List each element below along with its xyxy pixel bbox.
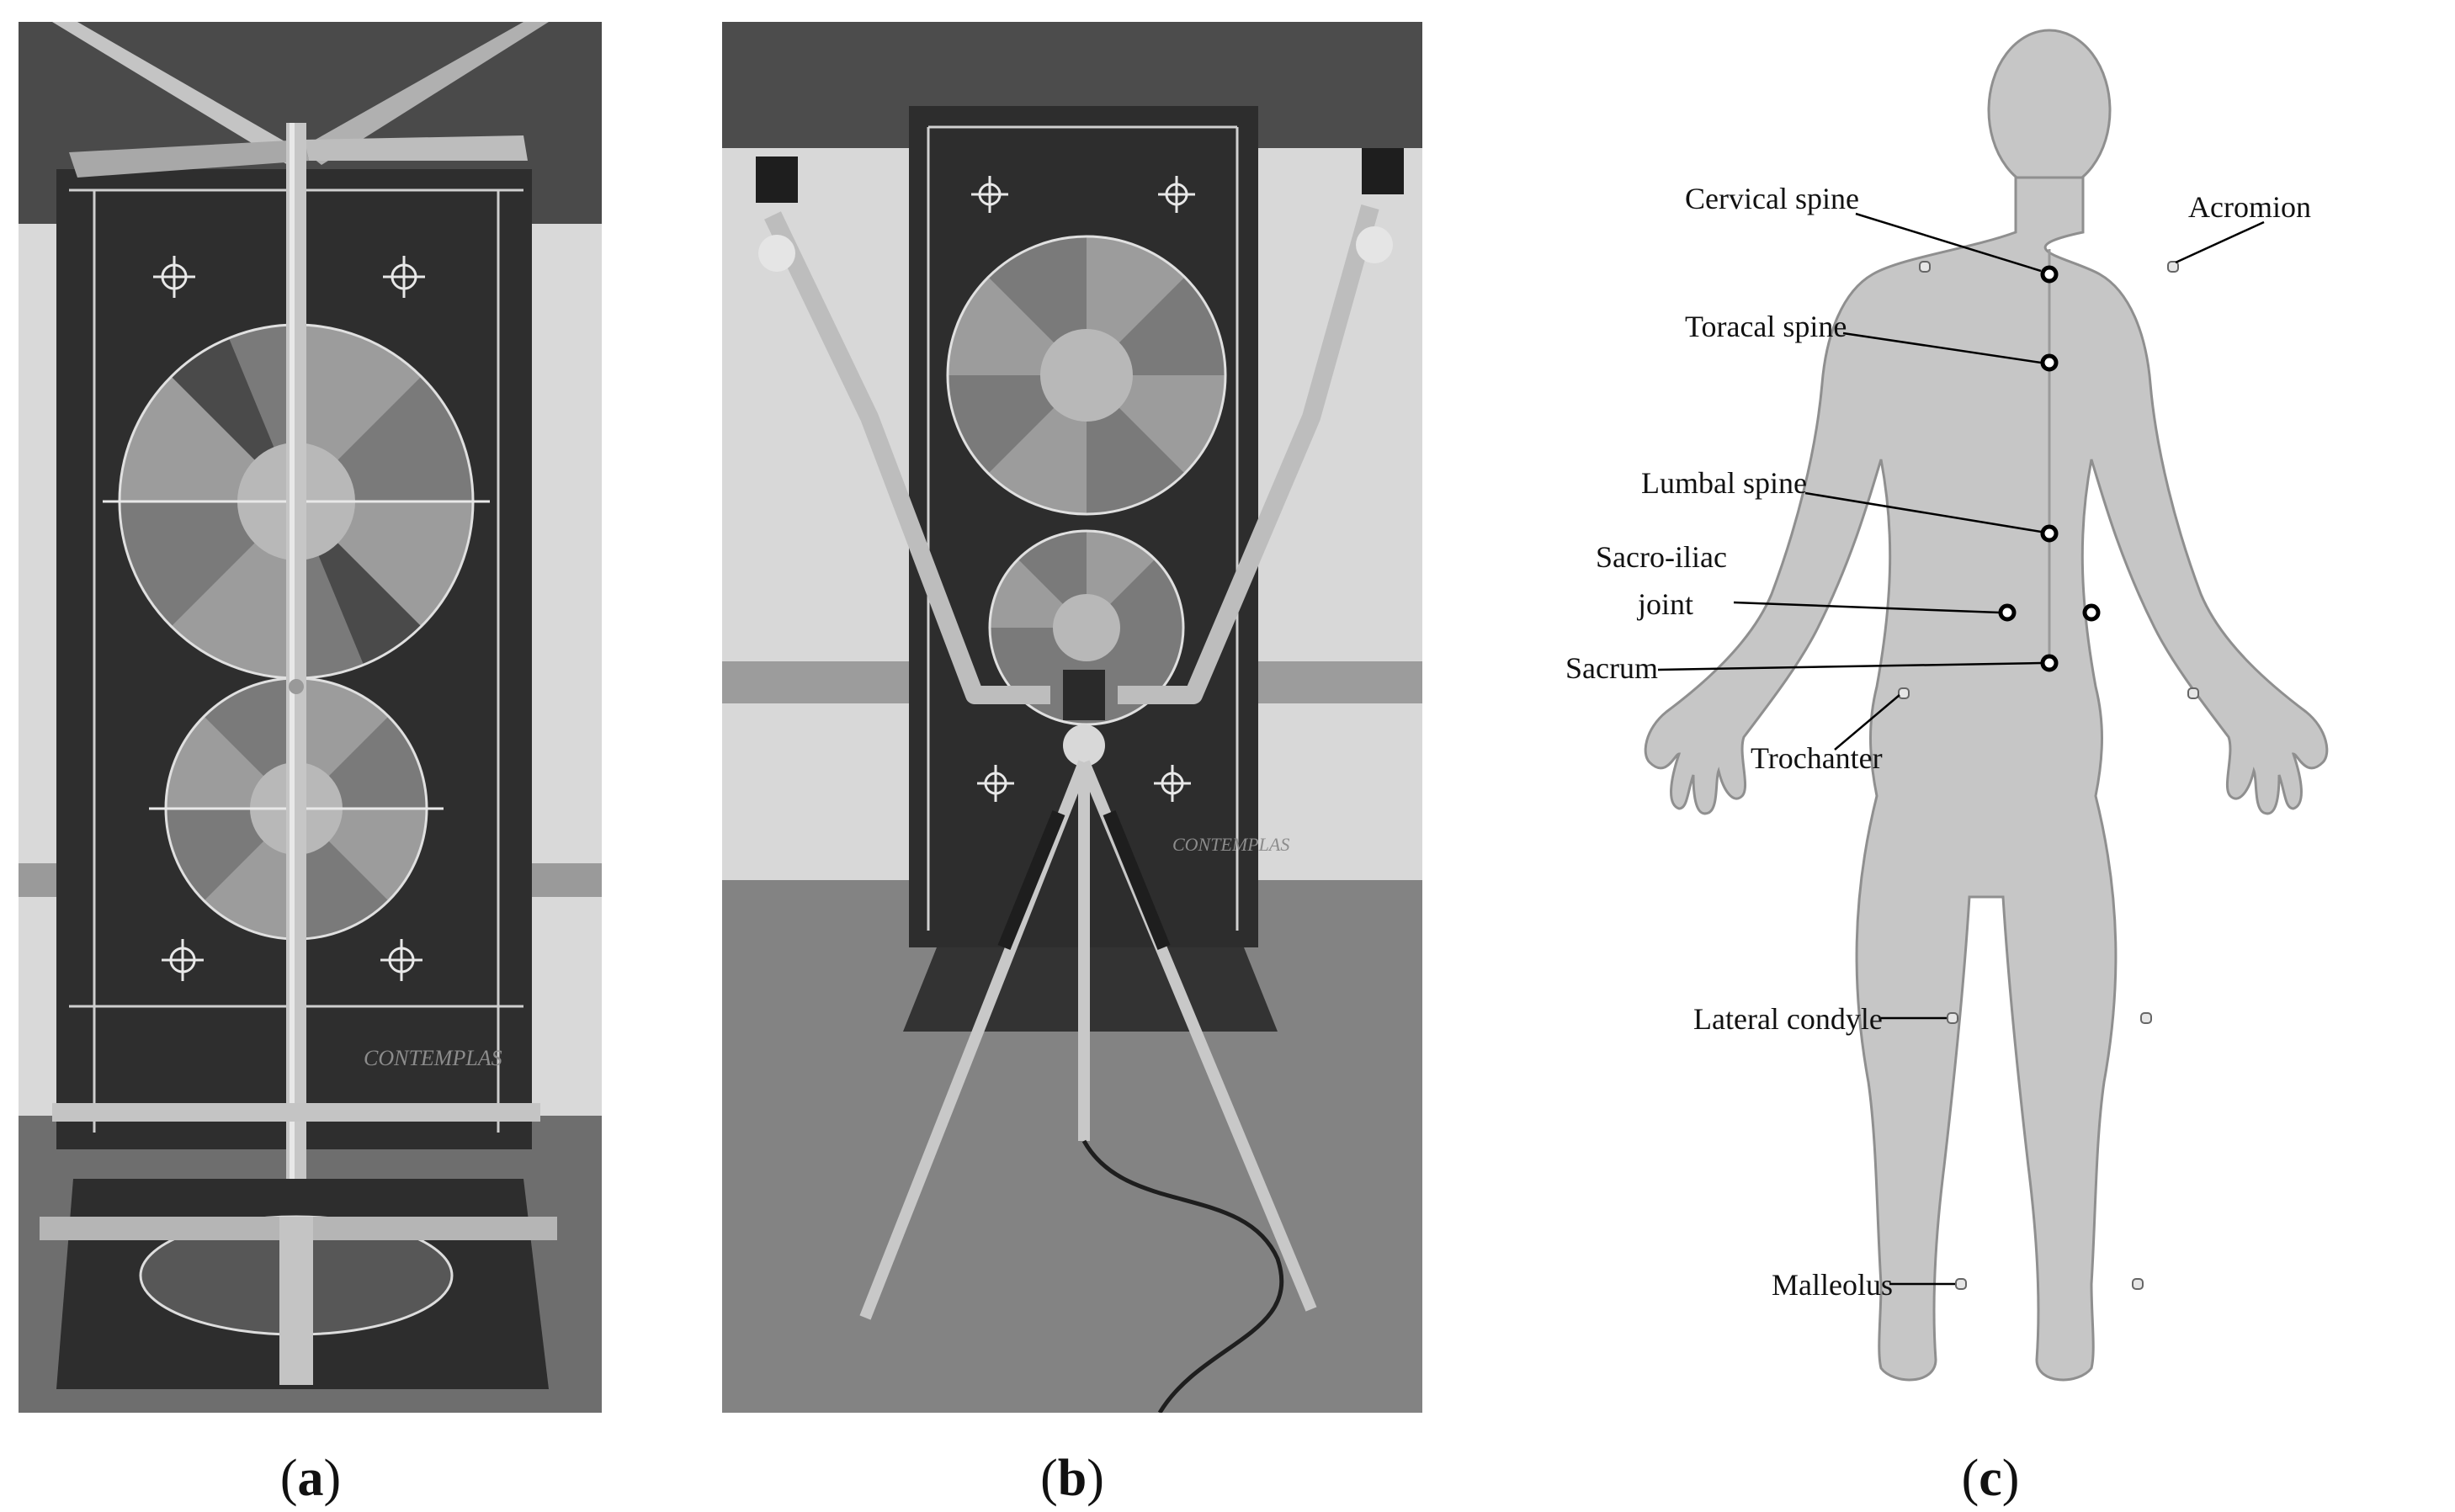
marker-points xyxy=(1998,265,2101,672)
svg-text:CONTEMPLAS: CONTEMPLAS xyxy=(1172,834,1289,855)
label-sacro-iliac-line2: joint xyxy=(1636,587,1693,621)
caption-a-close: ) xyxy=(323,1450,342,1507)
label-sacro-iliac-line1: Sacro-iliac xyxy=(1596,540,1727,574)
marker-sacrum xyxy=(2040,654,2059,672)
caption-c-open: ( xyxy=(1961,1450,1979,1507)
photo-a-posture-grid-frame: CONTEMPLAS xyxy=(19,22,602,1413)
photo-a-drawing: CONTEMPLAS xyxy=(19,22,602,1413)
photo-b-camera-tripod: CONTEMPLAS xyxy=(722,22,1422,1413)
caption-b-letter: b xyxy=(1057,1450,1087,1507)
marker-cervical-spine xyxy=(2040,265,2059,284)
marker-lumbal-spine xyxy=(2040,524,2059,543)
caption-b-open: ( xyxy=(1040,1450,1058,1507)
panel-b: CONTEMPLAS (b) xyxy=(722,22,1422,1504)
caption-c-letter: c xyxy=(1979,1450,2002,1507)
body-diagram: Cervical spine Acromion Toracal spine Lu… xyxy=(1565,29,2329,1382)
label-acromion: Acromion xyxy=(2188,190,2311,224)
marker-sacro-iliac-right xyxy=(2082,603,2101,622)
label-cervical-spine: Cervical spine xyxy=(1685,182,1859,215)
caption-a-letter: a xyxy=(297,1450,324,1507)
label-lateral-condyle: Lateral condyle xyxy=(1693,1002,1883,1036)
label-sacrum: Sacrum xyxy=(1565,651,1658,685)
caption-b: (b) xyxy=(988,1452,1156,1504)
caption-c: (c) xyxy=(1906,1452,2075,1504)
marker-toracal-spine xyxy=(2040,353,2059,372)
label-trochanter: Trochanter xyxy=(1751,741,1883,775)
label-malleolus: Malleolus xyxy=(1772,1268,1893,1302)
svg-text:CONTEMPLAS: CONTEMPLAS xyxy=(364,1046,502,1070)
leader-lines xyxy=(1657,212,2265,1286)
caption-c-close: ) xyxy=(2001,1450,2020,1507)
caption-a-open: ( xyxy=(279,1450,298,1507)
label-lumbal-spine: Lumbal spine xyxy=(1641,466,1807,500)
marker-sacro-iliac-left xyxy=(1998,603,2017,622)
marker-pegs xyxy=(1898,261,2199,1290)
caption-a: (a) xyxy=(226,1452,395,1504)
panel-a: CONTEMPLAS (a) xyxy=(19,22,602,1504)
body-silhouette xyxy=(1644,29,2329,1382)
label-toracal-spine: Toracal spine xyxy=(1685,310,1847,343)
caption-b-close: ) xyxy=(1087,1450,1104,1507)
anatomy-labels: Cervical spine Acromion Toracal spine Lu… xyxy=(1565,182,2311,1302)
panel-c: Cervical spine Acromion Toracal spine Lu… xyxy=(1498,22,2455,1512)
photo-b-drawing: CONTEMPLAS xyxy=(722,22,1422,1413)
